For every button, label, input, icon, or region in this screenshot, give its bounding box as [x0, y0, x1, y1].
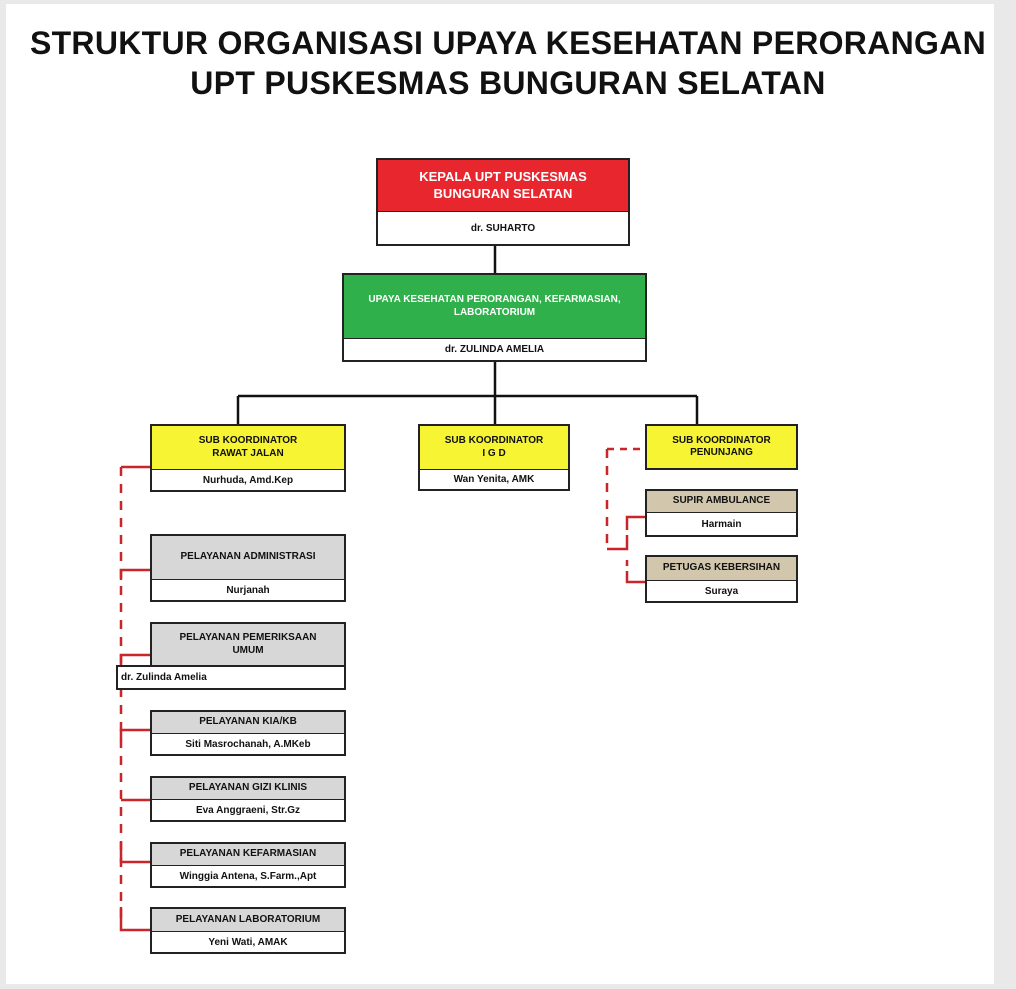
branch-lab [119, 907, 150, 932]
node-pelayanan-laboratorium: PELAYANAN LABORATORIUM Yeni Wati, AMAK [150, 907, 346, 954]
branch-kia [119, 728, 150, 740]
node-gizi-name: Eva Anggraeni, Str.Gz [195, 804, 301, 816]
node-administrasi-title: PELAYANAN ADMINISTRASI [152, 536, 344, 580]
node-farmasi-name: Winggia Antena, S.Farm.,Apt [179, 870, 317, 882]
node-pemeriksaan-name: dr. Zulinda Amelia [121, 672, 207, 683]
node-ukp-name: dr. ZULINDA AMELIA [444, 344, 545, 355]
node-farmasi-title: PELAYANAN KEFARMASIAN [152, 844, 344, 866]
node-kepala-title: KEPALA UPT PUSKESMAS BUNGURAN SELATAN [378, 160, 628, 212]
branch-pemeriksaan [119, 653, 150, 665]
node-lab-title: PELAYANAN LABORATORIUM [152, 909, 344, 932]
node-rawat-jalan-title: SUB KOORDINATOR RAWAT JALAN [152, 426, 344, 470]
branch-administrasi [119, 568, 150, 580]
branch-supir-hook [607, 535, 629, 551]
node-kia-title: PELAYANAN KIA/KB [152, 712, 344, 734]
chart-title-line-1: STRUKTUR ORGANISASI UPAYA KESEHATAN PERO… [29, 25, 987, 61]
node-pemeriksaan-name-box: dr. Zulinda Amelia [116, 665, 346, 690]
node-kebersihan-name: Suraya [704, 585, 739, 597]
node-pelayanan-kia-kb: PELAYANAN KIA/KB Siti Masrochanah, A.MKe… [150, 710, 346, 756]
node-rawat-jalan-name: Nurhuda, Amd.Kep [202, 474, 294, 486]
node-ukp-title: UPAYA KESEHATAN PERORANGAN, KEFARMASIAN,… [344, 275, 645, 339]
node-sub-koordinator-rawat-jalan: SUB KOORDINATOR RAWAT JALAN Nurhuda, Amd… [150, 424, 346, 492]
node-pelayanan-administrasi: PELAYANAN ADMINISTRASI Nurjanah [150, 534, 346, 602]
node-sub-koordinator-penunjang: SUB KOORDINATOR PENUNJANG [645, 424, 798, 470]
chart-title-line-2: UPT PUSKESMAS BUNGURAN SELATAN [190, 65, 826, 101]
node-kepala-puskesmas: KEPALA UPT PUSKESMAS BUNGURAN SELATAN dr… [376, 158, 630, 246]
node-pemeriksaan-title: PELAYANAN PEMERIKSAAN UMUM [152, 624, 344, 665]
node-supir-name: Harmain [701, 518, 742, 530]
node-igd-name: Wan Yenita, AMK [453, 474, 535, 485]
node-penunjang-title: SUB KOORDINATOR PENUNJANG [647, 426, 796, 468]
node-kia-name: Siti Masrochanah, A.MKeb [185, 738, 311, 750]
node-lab-name: Yeni Wati, AMAK [208, 936, 288, 948]
node-ukp-kefarmasian-laboratorium: UPAYA KESEHATAN PERORANGAN, KEFARMASIAN,… [342, 273, 647, 362]
node-kebersihan-title: PETUGAS KEBERSIHAN [647, 557, 796, 581]
node-supir-ambulance: SUPIR AMBULANCE Harmain [645, 489, 798, 537]
node-pelayanan-kefarmasian: PELAYANAN KEFARMASIAN Winggia Antena, S.… [150, 842, 346, 888]
branch-farmasi [119, 842, 150, 864]
node-petugas-kebersihan: PETUGAS KEBERSIHAN Suraya [645, 555, 798, 603]
node-pelayanan-gizi-klinis: PELAYANAN GIZI KLINIS Eva Anggraeni, Str… [150, 776, 346, 822]
node-administrasi-name: Nurjanah [226, 584, 270, 596]
node-gizi-title: PELAYANAN GIZI KLINIS [152, 778, 344, 800]
branch-supir [625, 515, 645, 530]
node-pelayanan-pemeriksaan-umum: PELAYANAN PEMERIKSAAN UMUM [150, 622, 346, 667]
node-sub-koordinator-igd: SUB KOORDINATOR I G D Wan Yenita, AMK [418, 424, 570, 491]
node-igd-title: SUB KOORDINATOR I G D [420, 426, 568, 470]
node-supir-title: SUPIR AMBULANCE [647, 491, 796, 513]
branch-kebersihan [625, 575, 645, 584]
node-kepala-name: dr. SUHARTO [470, 222, 536, 234]
